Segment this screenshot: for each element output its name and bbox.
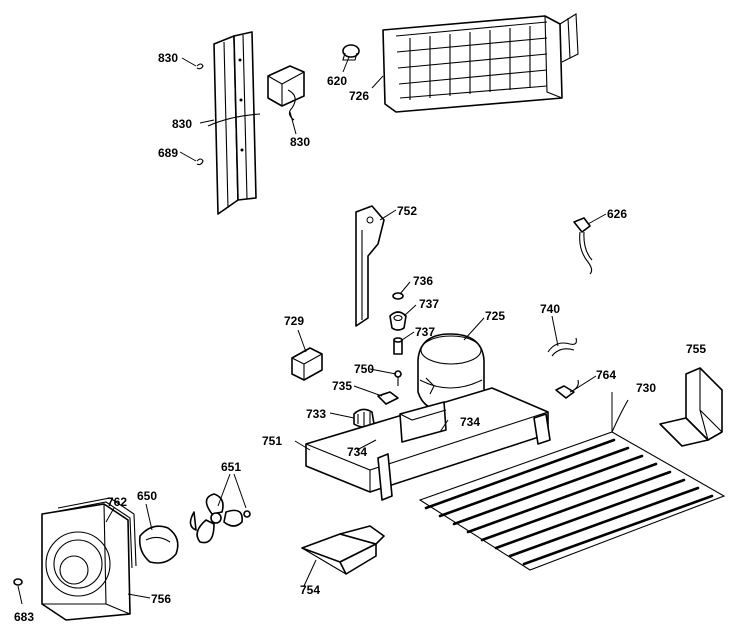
grommet-737a-part (389, 311, 407, 331)
callout-756: 756 (151, 592, 171, 606)
screw-750-part (394, 370, 402, 386)
callout-730: 730 (636, 381, 656, 395)
coil-730-part (418, 399, 726, 571)
fan-blade-651-part (189, 493, 251, 544)
bracket-755-part (659, 367, 723, 447)
callout-830-channel: 830 (172, 117, 192, 131)
callout-650: 650 (137, 489, 157, 503)
drain-pan-754-part (301, 525, 385, 575)
callout-734-left: 734 (347, 445, 367, 459)
callout-750: 750 (354, 362, 374, 376)
wire-clip-740-part (547, 337, 577, 357)
callout-689: 689 (158, 146, 178, 160)
callout-737-upper: 737 (419, 297, 439, 311)
leader-lines (17, 56, 613, 605)
relay-729-part (291, 347, 323, 381)
sensor-626-part (573, 217, 593, 275)
clip-830-part (196, 63, 204, 70)
callout-734-right: 734 (460, 415, 480, 429)
gasket-762-part (53, 497, 137, 569)
callout-737-lower: 737 (415, 325, 435, 339)
callout-736: 736 (413, 274, 433, 288)
callout-752: 752 (397, 204, 417, 218)
callout-729: 729 (284, 314, 304, 328)
callout-830-upper: 830 (158, 51, 178, 65)
part-764-part (555, 379, 579, 399)
bracket-830-part (267, 65, 305, 121)
callout-725: 725 (485, 309, 505, 323)
callout-620: 620 (327, 74, 347, 88)
callout-651: 651 (221, 460, 241, 474)
fan-motor-650-part (138, 525, 179, 564)
knob-620-part (342, 44, 360, 61)
overload-733-part (353, 408, 375, 428)
screw-683-part (13, 578, 23, 586)
clip-689-part (196, 158, 204, 166)
grommet-737b-part (393, 337, 403, 355)
callout-626: 626 (607, 207, 627, 221)
grommet-736-part (392, 292, 404, 300)
condenser-coil-726-part (382, 13, 579, 113)
callout-labels: 830 830 830 689 620 726 752 626 736 737 … (14, 51, 706, 624)
callout-751: 751 (262, 434, 282, 448)
bracket-752-part (355, 205, 385, 327)
vertical-channel-part (207, 31, 261, 215)
callout-683: 683 (14, 610, 34, 624)
callout-830-bracket: 830 (290, 135, 310, 149)
clip-735-part (377, 391, 399, 405)
fan-shroud-756-part (41, 503, 131, 621)
callout-726: 726 (349, 89, 369, 103)
callout-762: 762 (107, 495, 127, 509)
callout-754: 754 (300, 583, 320, 597)
callout-740: 740 (540, 302, 560, 316)
callout-733: 733 (306, 407, 326, 421)
callout-735: 735 (332, 379, 352, 393)
callout-755: 755 (686, 342, 706, 356)
base-pan-751-part (305, 387, 551, 501)
callout-764: 764 (596, 368, 616, 382)
